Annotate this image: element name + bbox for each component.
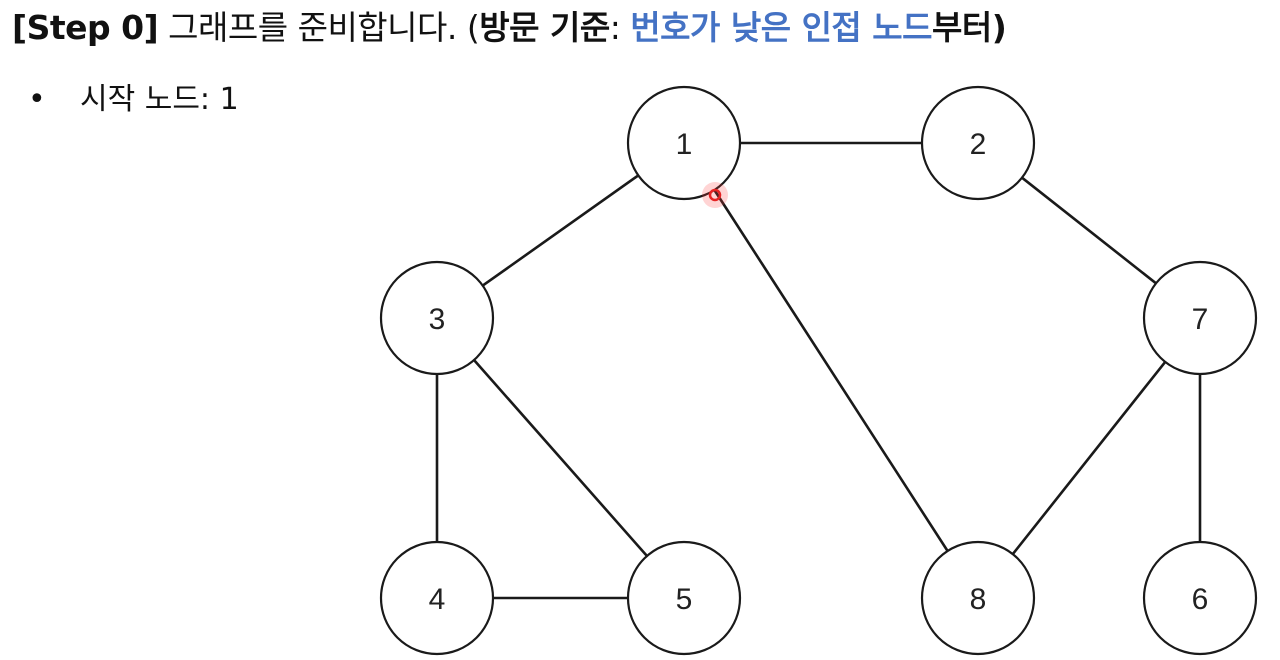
graph-nodes: 1 2 3 4 5 6 7 8 [379,85,1258,656]
node-label: 8 [970,583,987,616]
node-circle [1142,260,1258,376]
title-highlight-text: 번호가 낮은 인접 노드 [630,8,933,47]
step-title: [Step 0] 그래프를 준비합니다. (방문 기준: 번호가 낮은 인접 노… [12,8,1007,48]
node-3: 3 [379,260,495,376]
node-circle [626,85,742,201]
step-tag: [Step 0] [12,8,159,47]
start-node-bullet: • 시작 노드: 1 [28,80,239,120]
title-colon: : [609,8,631,47]
node-5: 5 [626,540,742,656]
node-label: 1 [676,128,693,161]
node-circle [379,540,495,656]
node-1: 1 [626,85,742,201]
node-circle [379,260,495,376]
node-8: 8 [920,540,1036,656]
node-label: 4 [429,583,446,616]
edge-3-5 [472,358,649,558]
node-4: 4 [379,540,495,656]
edge-1-8 [713,188,949,553]
edge-2-7 [1020,176,1158,285]
node-7: 7 [1142,260,1258,376]
title-tail: 부터) [932,8,1007,47]
graph-edges [435,141,1202,600]
node-circle [626,540,742,656]
node-label: 3 [429,303,446,336]
node-circle [920,85,1036,201]
node-circle [920,540,1036,656]
node-circle [1142,540,1258,656]
node-6: 6 [1142,540,1258,656]
node-2: 2 [920,85,1036,201]
edge-1-3 [481,174,640,287]
start-node-text: 시작 노드: 1 [80,82,239,117]
bullet-marker: • [28,82,46,117]
node-label: 2 [970,128,987,161]
title-text: 그래프를 준비합니다. ( [158,8,480,47]
node-label: 6 [1192,583,1209,616]
node-label: 7 [1192,303,1209,336]
edge-7-8 [1011,360,1167,556]
node-label: 5 [676,583,693,616]
title-bold-text: 방문 기준 [479,8,610,47]
cursor-pointer-icon [702,182,728,208]
